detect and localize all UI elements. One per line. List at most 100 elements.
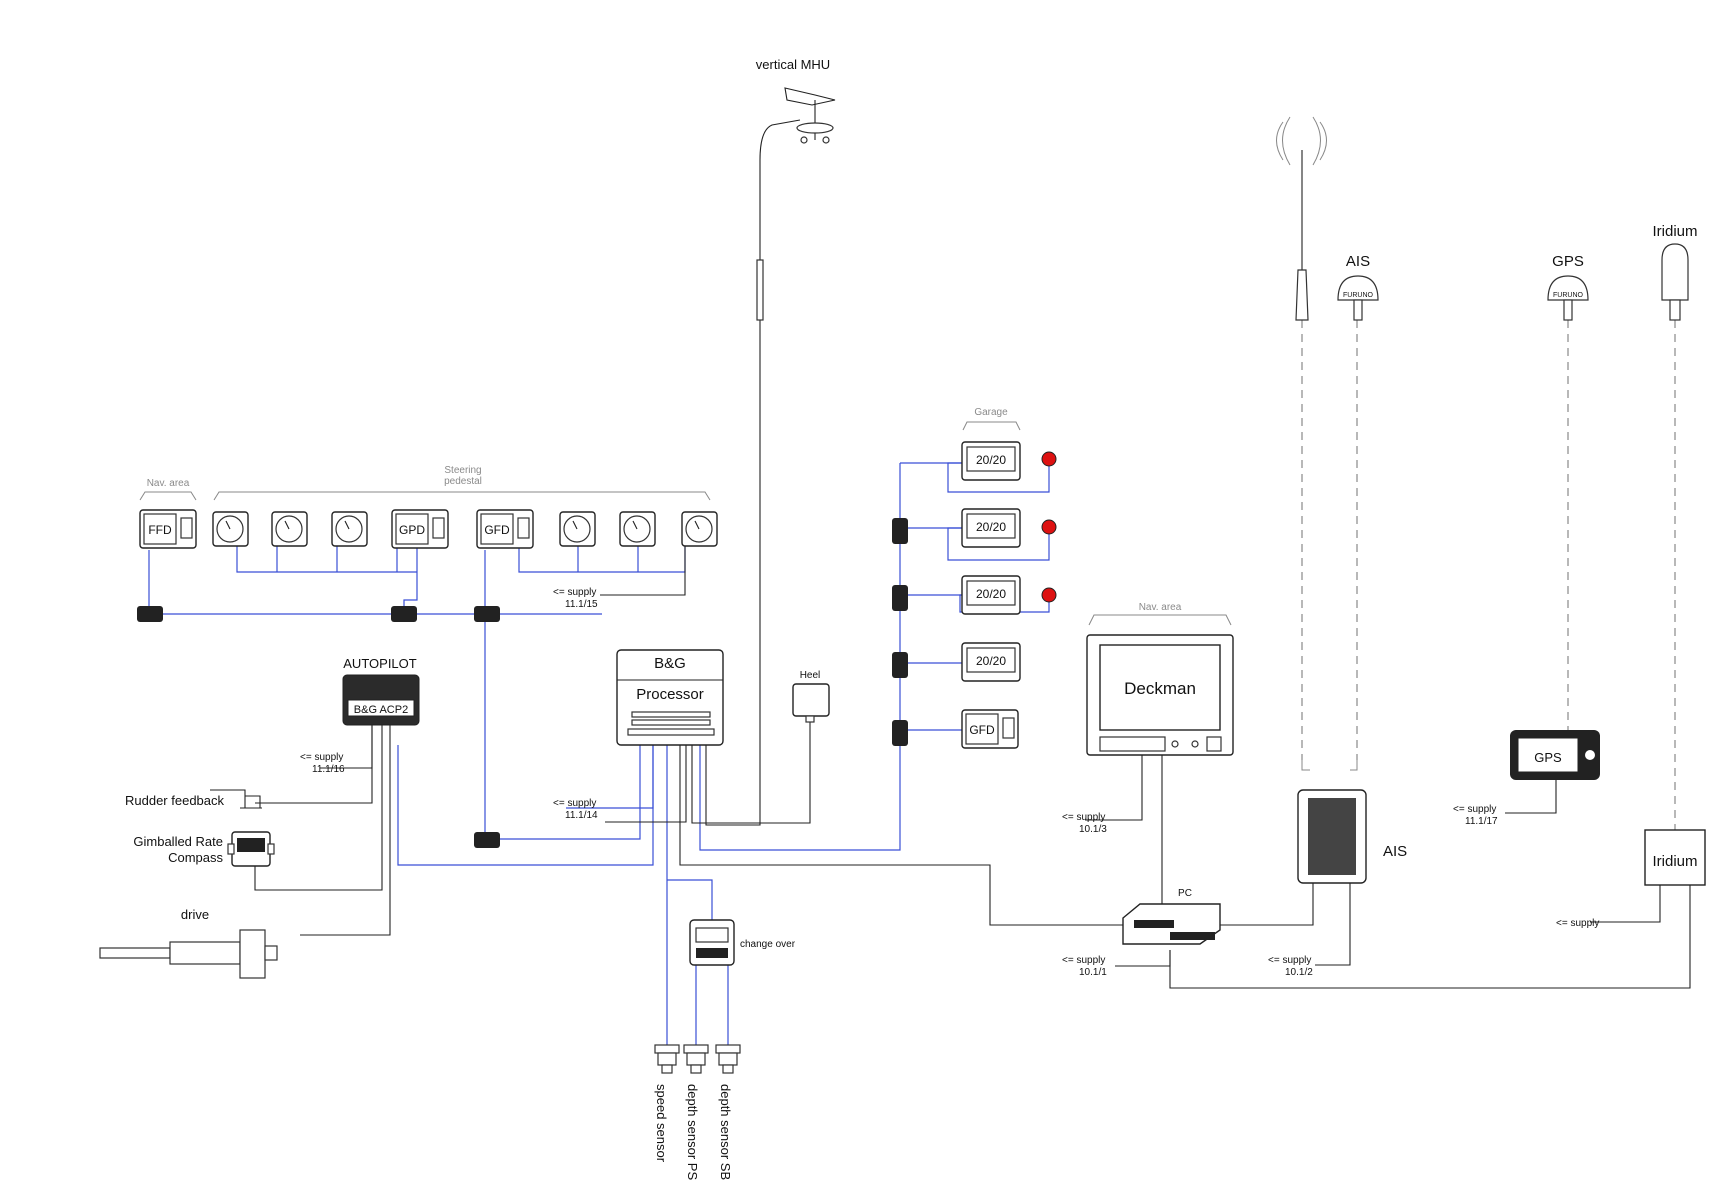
svg-text:<= supply: <= supply	[1268, 955, 1311, 966]
analog-gauge	[331, 511, 368, 547]
analog-gauge	[212, 511, 249, 547]
depth-sensor-ps: depth sensor PS	[683, 1044, 709, 1180]
supply-11-1-17: <= supply 11.1/17	[1453, 804, 1498, 827]
vertical-mhu: vertical MHU	[756, 57, 836, 321]
svg-text:<= supply: <= supply	[1062, 955, 1105, 966]
analog-gauge	[271, 511, 308, 547]
vhf-antenna	[1276, 116, 1327, 321]
processor-label: Processor	[636, 686, 704, 703]
svg-text:10.1/1: 10.1/1	[1079, 967, 1107, 978]
mhu-label: vertical MHU	[756, 57, 830, 72]
depth-sensor-sb: depth sensor SB	[715, 1044, 741, 1180]
gps-receiver: GPS	[1510, 730, 1600, 780]
pc-label: PC	[1178, 888, 1192, 899]
svg-text:11.1/14: 11.1/14	[565, 810, 598, 821]
furuno-label: FURUNO	[1553, 292, 1583, 299]
gimballed-label: Compass	[168, 850, 223, 865]
network-junction	[391, 606, 417, 622]
svg-text:11.1/16: 11.1/16	[312, 764, 345, 775]
svg-text:<= supply: <= supply	[553, 798, 596, 809]
supply-11-1-16: <= supply 11.1/16	[300, 752, 345, 775]
nav-area-right-label: Nav. area	[1139, 602, 1182, 613]
ffd-display: FFD	[139, 509, 197, 549]
rudder-feedback: Rudder feedback	[125, 789, 262, 809]
gps-unit-label: GPS	[1534, 750, 1562, 765]
svg-text:<= supply: <= supply	[1062, 812, 1105, 823]
change-over-label: change over	[740, 939, 796, 950]
gpd-display: GPD	[391, 509, 449, 549]
ais-unit-label: AIS	[1383, 843, 1407, 860]
svg-text:20/20: 20/20	[976, 520, 1006, 534]
svg-text:20/20: 20/20	[976, 587, 1006, 601]
autopilot-acp2: AUTOPILOT B&G ACP2	[342, 656, 420, 726]
gimballed-rate-compass: Gimballed Rate Compass	[133, 831, 275, 867]
gfd-label: GFD	[484, 523, 510, 537]
heel-label: Heel	[800, 670, 821, 681]
bg-processor: B&G Processor	[616, 649, 724, 746]
svg-text:20/20: 20/20	[976, 453, 1006, 467]
autopilot-label: AUTOPILOT	[343, 656, 417, 671]
svg-text:10.1/3: 10.1/3	[1079, 824, 1107, 835]
steering-pedestal-label: Steering	[444, 465, 481, 476]
network-junction	[892, 720, 908, 746]
svg-text:11.1/17: 11.1/17	[1465, 816, 1498, 827]
steering-pedestal-label: pedestal	[444, 476, 482, 487]
furuno-label: FURUNO	[1343, 292, 1373, 299]
gps-antenna-label: GPS	[1552, 253, 1584, 270]
supply-11-1-14: <= supply 11.1/14	[553, 798, 598, 821]
svg-text:<= supply: <= supply	[300, 752, 343, 763]
gimballed-label: Gimballed Rate	[133, 834, 223, 849]
supply-10-1-2: <= supply 10.1/2	[1268, 955, 1313, 978]
ais-transponder: AIS	[1297, 789, 1407, 884]
supply-iridium: <= supply	[1556, 918, 1599, 929]
gfd-display-garage: GFD	[961, 709, 1019, 749]
gps-antenna: GPS FURUNO	[1547, 253, 1589, 321]
nav-area-left-label: Nav. area	[147, 478, 190, 489]
svg-text:11.1/15: 11.1/15	[565, 599, 598, 610]
hydraulic-drive: drive	[99, 907, 278, 979]
analog-gauge	[681, 511, 718, 547]
svg-text:10.1/2: 10.1/2	[1285, 967, 1313, 978]
network-cables	[148, 460, 1050, 1050]
iridium-antenna-label: Iridium	[1652, 223, 1697, 240]
depth-sensor-ps-label: depth sensor PS	[685, 1084, 700, 1180]
heel-sensor: Heel	[792, 670, 830, 723]
svg-text:20/20: 20/20	[976, 654, 1006, 668]
supply-11-1-15: <= supply 11.1/15	[553, 587, 598, 610]
svg-text:<= supply: <= supply	[1556, 918, 1599, 929]
depth-sensor-sb-label: depth sensor SB	[718, 1084, 733, 1180]
analog-gauge	[619, 511, 656, 547]
network-junction	[474, 832, 500, 848]
network-junction	[137, 606, 163, 622]
display-2020: 20/20	[961, 575, 1057, 615]
iridium-antenna: Iridium	[1652, 223, 1698, 321]
garage-label: Garage	[974, 407, 1008, 418]
speed-sensor: speed sensor	[654, 1044, 680, 1163]
svg-text:<= supply: <= supply	[553, 587, 596, 598]
deckman-label: Deckman	[1124, 679, 1196, 698]
change-over-switch: change over	[689, 919, 796, 966]
ffd-label: FFD	[148, 523, 172, 537]
processor-brand: B&G	[654, 655, 686, 672]
iridium-unit: Iridium	[1644, 829, 1706, 886]
iridium-unit-label: Iridium	[1652, 853, 1697, 870]
ais-antenna: AIS FURUNO	[1337, 253, 1379, 321]
antenna-cables	[1301, 320, 1676, 830]
gfd-display-pedestal: GFD	[476, 509, 534, 549]
svg-text:<= supply: <= supply	[1453, 804, 1496, 815]
display-2020: 20/20	[961, 508, 1057, 548]
svg-text:GFD: GFD	[969, 723, 995, 737]
rudder-feedback-label: Rudder feedback	[125, 793, 225, 808]
network-junction	[892, 518, 908, 544]
display-2020: 20/20	[961, 441, 1057, 481]
acp2-label: B&G ACP2	[354, 704, 408, 716]
deckman-monitor: Deckman	[1086, 634, 1234, 756]
display-2020: 20/20	[961, 642, 1021, 682]
gpd-label: GPD	[399, 523, 425, 537]
pc-unit: PC	[1122, 888, 1221, 945]
drive-label: drive	[181, 907, 209, 922]
network-junction	[892, 585, 908, 611]
network-junction	[892, 652, 908, 678]
supply-10-1-3: <= supply 10.1/3	[1062, 812, 1107, 835]
